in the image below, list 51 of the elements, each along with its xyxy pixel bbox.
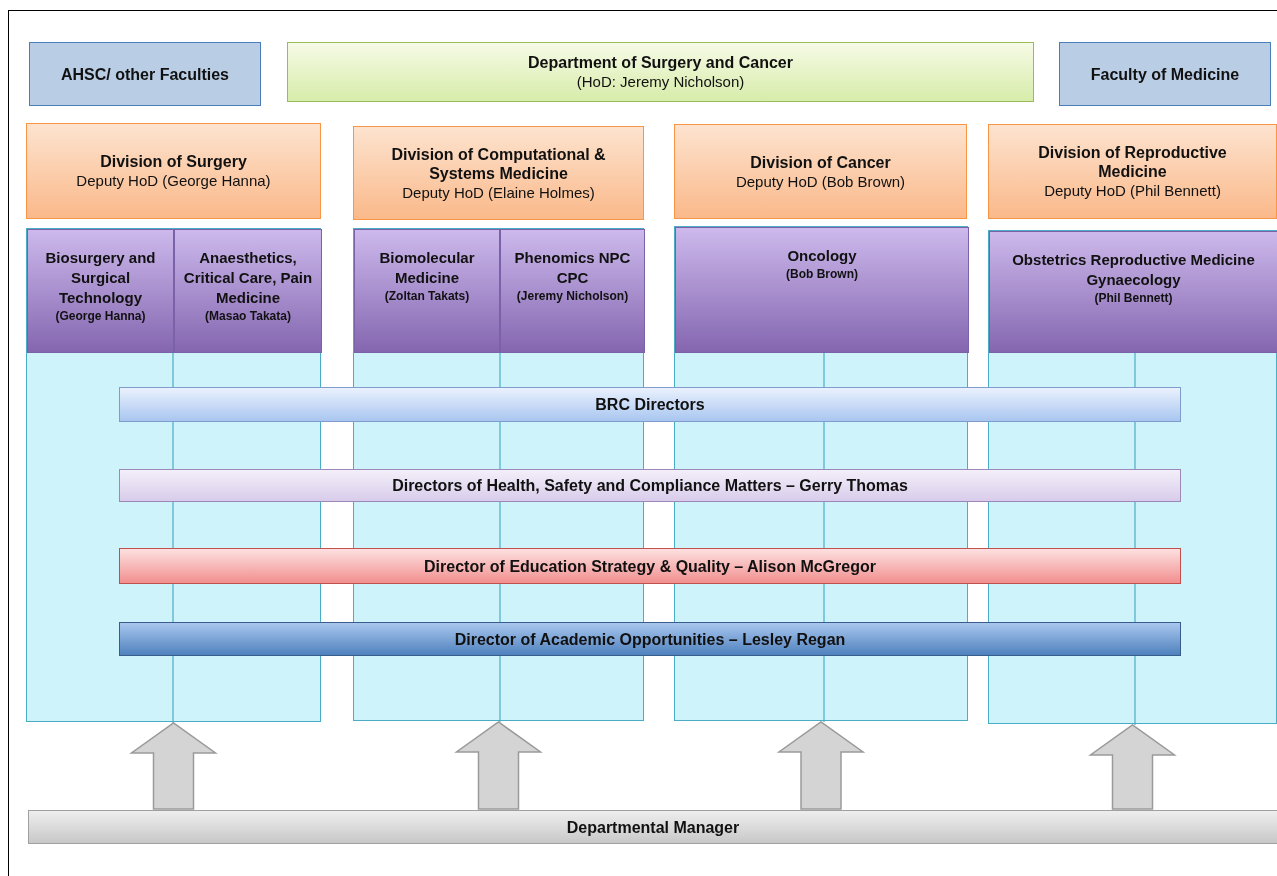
person-name: (HoD: Jeremy Nicholson) — [576, 72, 745, 91]
person-name: Deputy HoD (George Hanna) — [76, 171, 271, 190]
person-name: Deputy HoD (Bob Brown) — [735, 171, 906, 191]
block-arrow — [1088, 724, 1177, 810]
manager-bar — [28, 810, 1277, 844]
faculty-box — [29, 42, 261, 106]
block-arrow — [776, 721, 866, 810]
person-name: Deputy HoD (Phil Bennett) — [1043, 181, 1222, 200]
division-box — [674, 124, 967, 219]
unit-box — [27, 229, 174, 353]
role-title: Director of Education Strategy & Quality – Alison McGregor — [424, 556, 876, 576]
unit-box — [500, 229, 645, 353]
role-title: Directors of Health, Safety and Compliance Matters – Gerry Thomas — [392, 476, 908, 495]
role-bar — [119, 622, 1181, 656]
division-box — [988, 124, 1277, 219]
role-bar — [119, 548, 1181, 584]
person-name: (Zoltan Takats) — [383, 288, 471, 304]
unit-name: Biosurgery and Surgical Technology — [44, 248, 157, 308]
person-name: (George Hanna) — [54, 308, 147, 324]
department-box — [287, 42, 1034, 102]
unit-name: Division of Computational & Systems Medicine — [390, 144, 607, 183]
unit-name: Biomolecular Medicine — [378, 248, 476, 288]
unit-name: Department of Surgery and Cancer — [528, 53, 793, 72]
person-name: (Phil Bennett) — [1093, 290, 1174, 306]
role-title: Director of Academic Opportunities – Lesley Regan — [454, 629, 846, 649]
person-name: (Masao Takata) — [204, 308, 292, 324]
division-box — [353, 126, 644, 220]
unit-name: Faculty of Medicine — [1090, 64, 1240, 84]
unit-name: Oncology — [786, 246, 858, 266]
person-name: (Jeremy Nicholson) — [515, 288, 630, 304]
unit-name: Division of Cancer — [750, 152, 891, 172]
division-box — [26, 123, 321, 219]
block-arrow — [454, 721, 543, 810]
unit-box — [174, 229, 322, 353]
role-title: Departmental Manager — [566, 817, 740, 837]
person-name: (Bob Brown) — [785, 266, 859, 282]
unit-name: Division of Surgery — [100, 152, 247, 171]
role-bar — [119, 469, 1181, 502]
unit-name: Obstetrics Reproductive Medicine Gynaecology — [1011, 250, 1256, 290]
unit-name: Anaesthetics, Critical Care, Pain Medicine — [182, 248, 314, 308]
unit-box — [354, 229, 500, 353]
unit-box — [675, 227, 969, 353]
role-bar — [119, 387, 1181, 422]
unit-box — [989, 231, 1277, 353]
unit-name: Phenomics NPC CPC — [513, 248, 632, 288]
faculty-box — [1059, 42, 1271, 106]
unit-name: AHSC/ other Faculties — [61, 64, 229, 84]
block-arrow — [129, 722, 218, 810]
role-title: BRC Directors — [595, 395, 705, 414]
person-name: Deputy HoD (Elaine Holmes) — [401, 182, 596, 202]
unit-name: Division of Reproductive Medicine — [1037, 143, 1228, 181]
